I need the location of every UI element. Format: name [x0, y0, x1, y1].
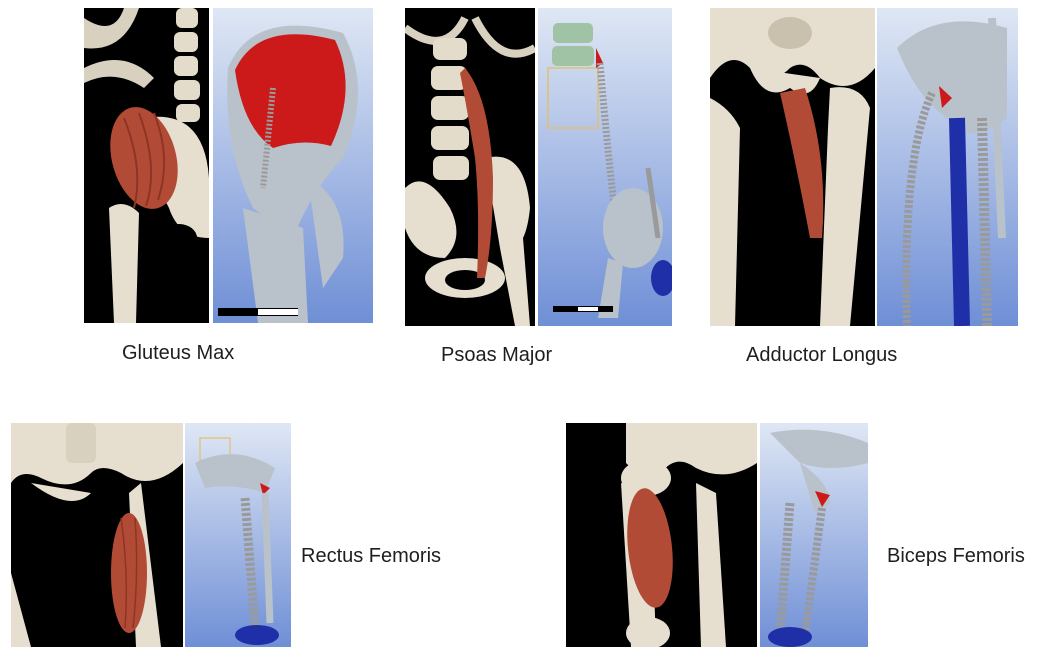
gluteus-max-anatomy-image — [84, 8, 209, 323]
adductor-longus-anatomy-image — [710, 8, 875, 326]
psoas-major-caption: Psoas Major — [441, 344, 552, 367]
gluteus-max-simulation-image — [213, 8, 373, 323]
rectus-femoris-simulation-image — [185, 423, 291, 647]
biceps-femoris-caption: Biceps Femoris — [887, 545, 1025, 568]
rectus-femoris-caption: Rectus Femoris — [301, 545, 441, 568]
biceps-femoris-simulation-image — [760, 423, 868, 647]
biceps-femoris-anatomy-image — [566, 423, 757, 647]
psoas-major-anatomy-image — [405, 8, 535, 326]
rectus-femoris-anatomy-image — [11, 423, 183, 647]
gluteus-max-caption: Gluteus Max — [122, 342, 234, 365]
adductor-longus-simulation-image — [877, 8, 1018, 326]
psoas-major-simulation-image — [538, 8, 672, 326]
adductor-longus-caption: Adductor Longus — [746, 344, 897, 367]
